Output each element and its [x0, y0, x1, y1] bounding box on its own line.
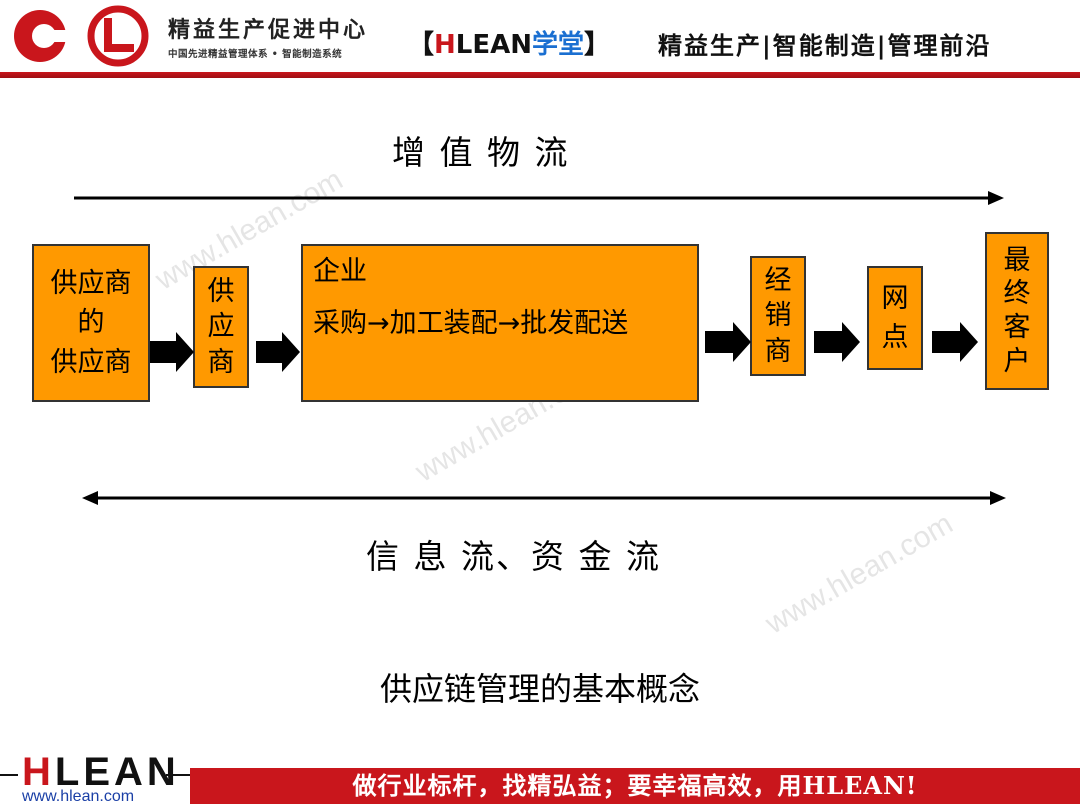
- block-arrow-icon: [814, 322, 860, 362]
- information-capital-flow-title: 信 息 流、资 金 流: [366, 537, 661, 576]
- bracket-close: 】: [584, 30, 611, 60]
- node-text: 终: [1003, 278, 1031, 310]
- node-outlet: 网 点: [867, 266, 923, 370]
- org-subtitle: 中国先进精益管理体系 • 智能制造系统: [168, 49, 343, 60]
- brand-lean: LEAN: [455, 30, 532, 60]
- node-text: 销: [764, 300, 792, 332]
- company-logo-icon: [14, 5, 149, 67]
- footer-logo-rule: [0, 774, 190, 776]
- footer-band: [190, 768, 1080, 804]
- footer-logo-h: H: [22, 750, 55, 794]
- node-text: 商: [764, 335, 792, 367]
- block-arrow-icon: [150, 332, 194, 372]
- node-text: 最: [1003, 244, 1031, 276]
- node-text: 供应商: [50, 346, 132, 378]
- bracket-open: 【: [408, 30, 435, 60]
- node-end-customer: 最 终 客 户: [985, 232, 1049, 390]
- node-text: 经: [764, 265, 792, 297]
- value-added-logistics-title: 增 值 物 流: [392, 133, 570, 172]
- block-arrow-icon: [705, 322, 751, 362]
- node-text: 网: [881, 282, 909, 314]
- footer-logo-lean: LEAN: [54, 750, 180, 794]
- bidirectional-flow-arrow: [82, 491, 1006, 505]
- watermark: www.hlean.com: [760, 506, 959, 641]
- org-name: 精益生产促进中心: [168, 18, 369, 43]
- header-tagline: 精益生产|智能制造|管理前沿: [658, 32, 992, 60]
- brand-h: H: [434, 30, 456, 60]
- node-text: 应: [207, 311, 235, 343]
- header-bar: [0, 0, 1080, 78]
- node-text: 客: [1003, 312, 1031, 343]
- node-distributor: 经 销 商: [750, 256, 806, 376]
- node-supplier: 供 应 商: [193, 266, 249, 388]
- node-text: 供: [207, 276, 235, 308]
- node-text: 供应商: [50, 268, 132, 300]
- enterprise-title: 企业: [313, 256, 367, 287]
- footer-logo: HLEAN: [22, 750, 180, 795]
- diagram-caption: 供应链管理的基本概念: [379, 670, 700, 708]
- block-arrow-icon: [256, 332, 300, 372]
- enterprise-process: 采购→加工装配→批发配送: [313, 308, 629, 339]
- brand-school: 学堂: [532, 30, 585, 60]
- footer-url[interactable]: www.hlean.com: [22, 788, 135, 805]
- footer-slogan: 做行业标杆，找精弘益；要幸福高效，用HLEAN!: [352, 771, 918, 800]
- node-supplier-of-supplier: 供应商 的 供应商: [32, 244, 150, 402]
- node-text: 商: [207, 346, 235, 378]
- node-text: 的: [77, 307, 105, 339]
- hlean-school-brand: 【HLEAN学堂】: [408, 24, 610, 61]
- node-enterprise: 企业 采购→加工装配→批发配送: [301, 244, 699, 402]
- block-arrow-icon: [932, 322, 978, 362]
- forward-flow-arrow: [74, 191, 1004, 205]
- header-divider: [0, 72, 1080, 78]
- node-text: 户: [1003, 345, 1031, 377]
- node-text: 点: [881, 322, 909, 353]
